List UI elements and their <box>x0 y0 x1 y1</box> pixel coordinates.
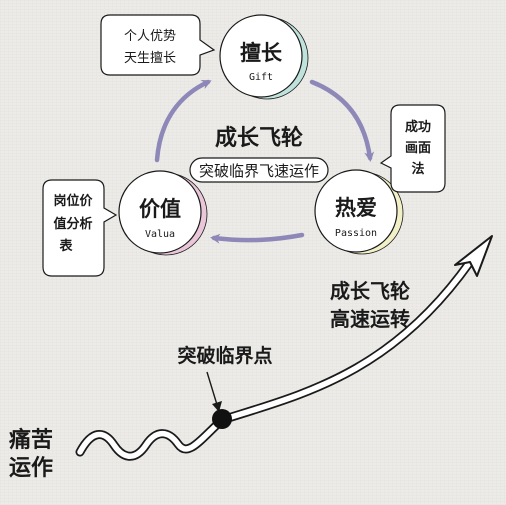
critical-point: 突破临界点 <box>177 344 273 429</box>
bubble-value-line-3: 表 <box>58 238 73 254</box>
curve-right-label-2: 高速运转 <box>330 307 410 331</box>
arrow-passion-to-value <box>210 232 305 244</box>
curve-left-label-2: 运作 <box>9 456 53 481</box>
circle-value-label: 价值 <box>139 197 181 221</box>
critical-point-label: 突破临界点 <box>177 344 272 367</box>
circle-passion-sublabel: Passion <box>335 228 377 239</box>
bubble-gift-line-1: 个人优势 <box>124 28 176 44</box>
flywheel-subtitle: 突破临界飞速运作 <box>199 162 319 180</box>
bubble-passion-line-2: 画面 <box>405 141 431 156</box>
bubble-gift-line-2: 天生擅长 <box>124 50 176 66</box>
growth-curve <box>75 235 493 461</box>
curve-right-label-1: 成长飞轮 <box>330 279 410 303</box>
circle-gift-sublabel: Gift <box>249 72 273 83</box>
arrow-value-to-gift <box>154 79 212 163</box>
circle-passion-label: 热爱 <box>335 196 377 220</box>
bubble-value-line-1: 岗位价 <box>53 193 93 209</box>
cycle-arrows <box>154 79 375 244</box>
circle-gift: 擅长 Gift <box>219 14 309 100</box>
growth-curve-fill <box>77 259 473 459</box>
curve-left-label-1: 痛苦 <box>9 427 53 453</box>
circle-value: 价值 Valua <box>118 170 208 256</box>
bubble-value-line-2: 值分析 <box>53 216 92 232</box>
growth-curve-outline <box>75 257 475 461</box>
bubble-passion-line-1: 成功 <box>405 119 431 135</box>
circle-gift-face <box>219 14 303 98</box>
flywheel-subtitle-tag: 突破临界飞速运作 <box>189 157 329 183</box>
arrow-gift-to-passion <box>309 79 375 162</box>
bubble-passion-line-3: 法 <box>411 161 424 177</box>
critical-point-pointer <box>206 371 219 409</box>
bubble-value-note: 岗位价 值分析 表 <box>42 179 118 277</box>
bubble-passion-note: 成功 画面 法 <box>379 104 446 193</box>
circle-gift-label: 擅长 <box>240 41 283 65</box>
circle-value-face <box>118 170 202 254</box>
circle-passion-face <box>314 169 398 253</box>
growth-curve-arrowhead <box>454 235 493 277</box>
circle-value-sublabel: Valua <box>145 229 175 240</box>
bubble-gift-note: 个人优势 天生擅长 <box>100 14 216 76</box>
critical-point-dot <box>212 409 232 429</box>
flywheel-title: 成长飞轮 <box>215 125 303 151</box>
circle-passion: 热爱 Passion <box>314 169 404 255</box>
